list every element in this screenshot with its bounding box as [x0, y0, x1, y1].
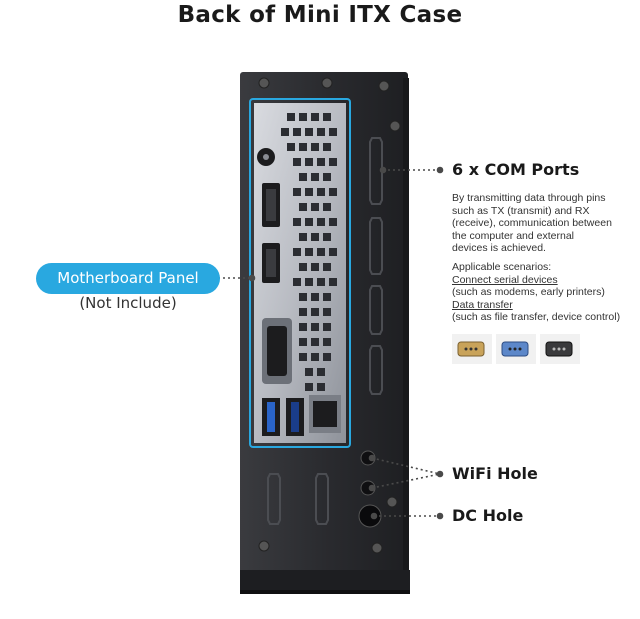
screw-icon	[371, 542, 383, 554]
motherboard-panel-outline	[249, 98, 351, 448]
com-port-icon	[369, 217, 383, 275]
scenario-serial-title: Connect serial devices	[452, 273, 558, 286]
screw-icon	[378, 80, 390, 92]
dc-hole-icon	[358, 504, 382, 528]
com-ports-title: 6 x COM Ports	[452, 160, 580, 179]
scenarios-heading: Applicable scenarios:	[452, 261, 552, 273]
com-port-icon	[315, 473, 329, 525]
com-ports-scenarios: Applicable scenarios: Connect serial dev…	[452, 261, 632, 324]
com-port-icon	[369, 137, 383, 205]
wifi-callout-line-1	[371, 457, 441, 475]
motherboard-panel-note: (Not Include)	[79, 294, 177, 312]
scenario-transfer-title: Data transfer	[452, 298, 513, 311]
com-port-icon	[267, 473, 281, 525]
screw-icon	[258, 540, 270, 552]
wifi-hole-label: WiFi Hole	[452, 464, 538, 483]
motherboard-panel-label: Motherboard Panel	[36, 263, 220, 294]
scenario-transfer-detail: (such as file transfer, device control)	[452, 311, 621, 323]
wifi-callout-line-2	[371, 473, 441, 489]
screw-icon	[386, 496, 398, 508]
screw-icon	[389, 120, 401, 132]
com-ports-description: By transmitting data through pins such a…	[452, 192, 612, 254]
page-title: Back of Mini ITX Case	[177, 2, 463, 28]
serial-connectors-image	[452, 334, 580, 364]
screw-icon	[258, 77, 270, 89]
com-port-icon	[369, 345, 383, 395]
dc-hole-label: DC Hole	[452, 506, 524, 525]
scenario-serial-detail: (such as modems, early printers)	[452, 286, 605, 298]
screw-icon	[321, 77, 333, 89]
com-port-icon	[369, 285, 383, 335]
